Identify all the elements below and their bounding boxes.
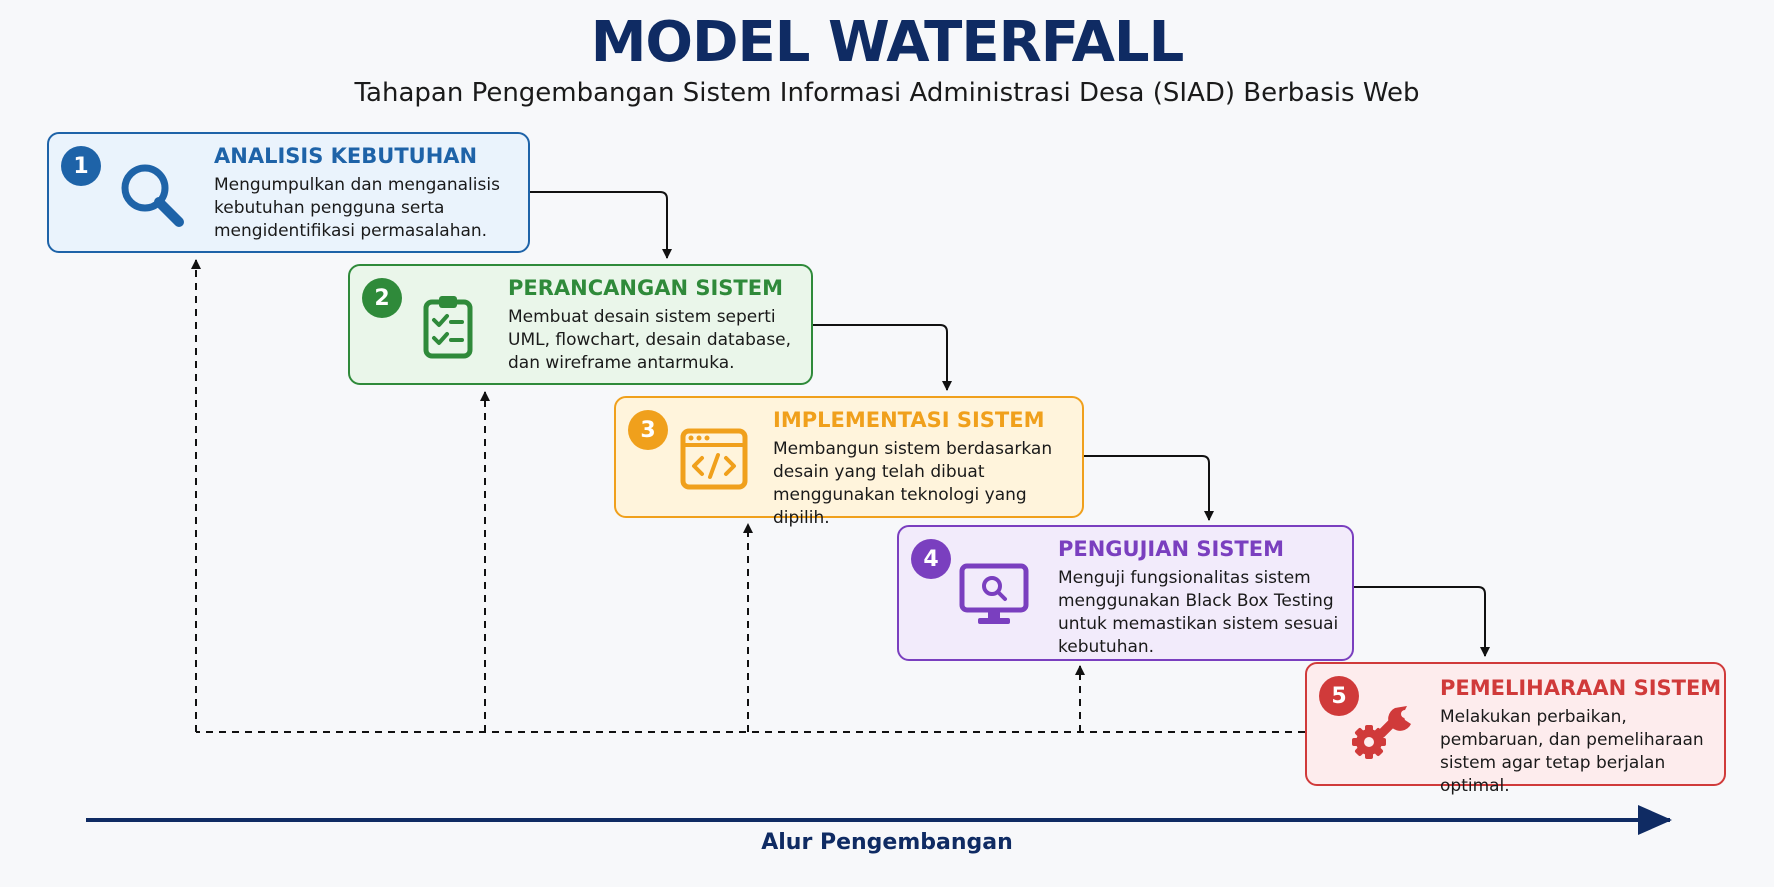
stage-number-badge: 2	[362, 278, 402, 318]
stage-description: Mengumpulkan dan menganalisis kebutuhan …	[214, 175, 500, 241]
stage-number-badge: 5	[1319, 676, 1359, 716]
wrench-gear-icon	[1349, 700, 1421, 768]
step-arrow-4-5	[1353, 586, 1490, 657]
step-arrow-3-4	[1083, 455, 1214, 521]
stage-title: PENGUJIAN SISTEM	[1058, 537, 1284, 561]
flow-axis-label: Alur Pengembangan	[761, 830, 1013, 855]
step-arrow-1-2	[530, 191, 672, 259]
stage-card-pemeliharaan-sistem: 5 PEMELIHARAAN SISTEM Melakukan perbaika…	[1305, 662, 1726, 796]
diagram-subtitle: Tahapan Pengembangan Sistem Informasi Ad…	[354, 78, 1420, 108]
stage-title: IMPLEMENTASI SISTEM	[773, 408, 1045, 432]
stage-card-implementasi-sistem: 3 IMPLEMENTASI SISTEM Membangun sistem b…	[614, 396, 1084, 528]
stage-title: PERANCANGAN SISTEM	[508, 276, 783, 300]
stage-card-perancangan-sistem: 2 PERANCANGAN SISTEM Membuat desain sist…	[348, 264, 813, 385]
stage-description: Melakukan perbaikan, pembaruan, dan peme…	[1440, 707, 1704, 796]
stage-card-pengujian-sistem: 4 PENGUJIAN SISTEM Menguji fungsionalita…	[897, 525, 1354, 661]
code-window-icon	[680, 428, 748, 494]
stage-card-analisis-kebutuhan: 1 ANALISIS KEBUTUHAN Mengumpulkan dan me…	[47, 132, 530, 253]
stage-title: PEMELIHARAAN SISTEM	[1440, 676, 1722, 700]
stage-description: Menguji fungsionalitas sistem menggunaka…	[1058, 568, 1339, 657]
stage-number-badge: 3	[628, 410, 668, 450]
magnifier-icon	[117, 160, 187, 234]
monitor-search-icon	[959, 563, 1029, 631]
stage-description: Membuat desain sistem seperti UML, flowc…	[508, 307, 792, 373]
stage-number-badge: 1	[61, 146, 101, 186]
stage-description: Membangun sistem berdasarkan desain yang…	[773, 439, 1053, 528]
feedback-lines	[191, 259, 1305, 733]
stage-number-badge: 4	[911, 539, 951, 579]
diagram-title: MODEL WATERFALL	[590, 10, 1185, 75]
stage-title: ANALISIS KEBUTUHAN	[214, 144, 478, 168]
clipboard-checklist-icon	[420, 292, 480, 366]
step-arrow-2-3	[812, 324, 952, 391]
